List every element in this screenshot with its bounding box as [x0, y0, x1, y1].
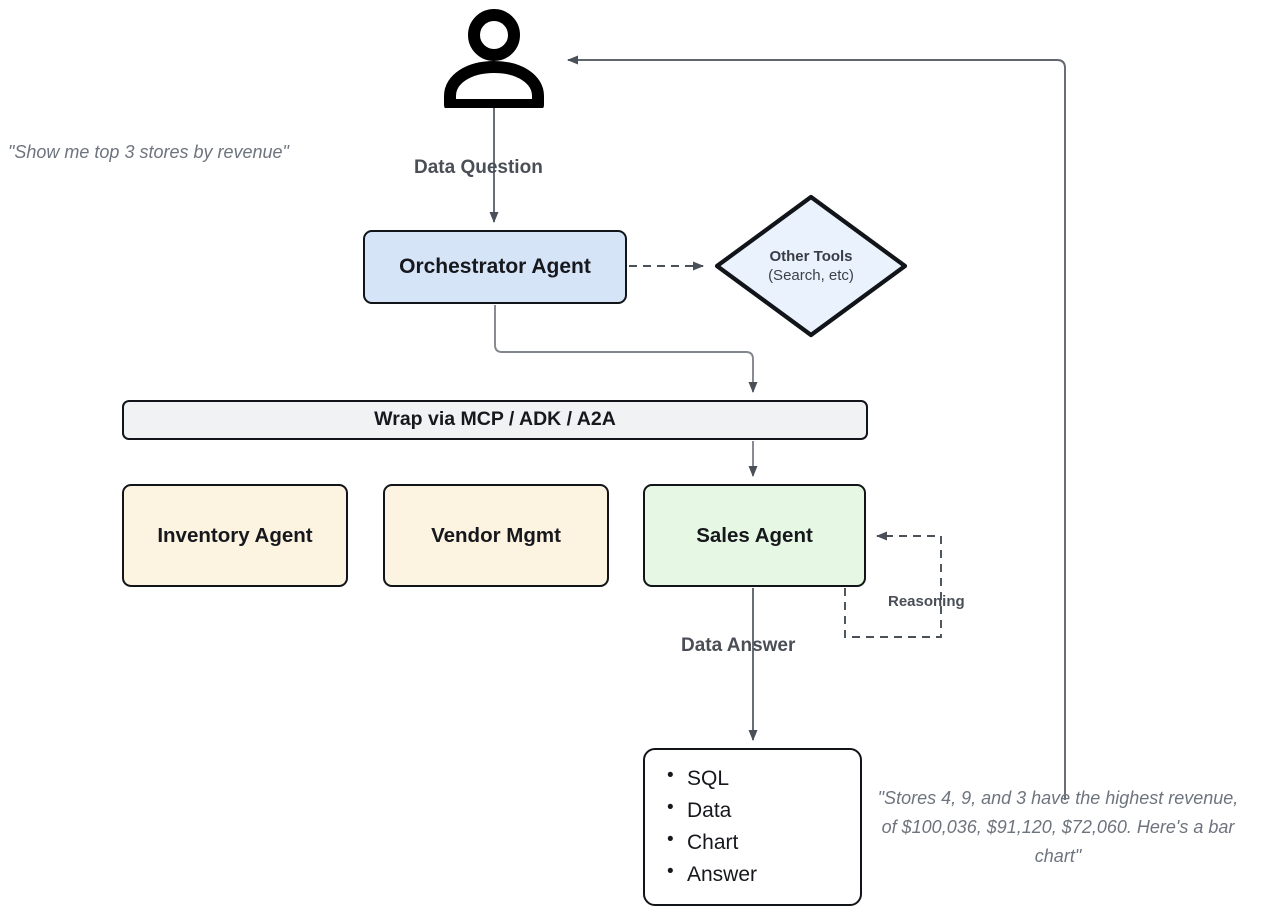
other-tools-diamond-shape: [714, 194, 908, 338]
node-output-artifacts[interactable]: SQLDataChartAnswer: [643, 748, 862, 906]
output-list-item: Data: [667, 794, 860, 827]
node-mcp-label: Wrap via MCP / ADK / A2A: [374, 408, 616, 431]
node-inventory-label: Inventory Agent: [157, 524, 313, 547]
node-sales-label: Sales Agent: [696, 524, 813, 547]
edge-label-data-answer: Data Answer: [681, 635, 796, 656]
node-sales-agent[interactable]: Sales Agent: [643, 484, 866, 587]
person-icon: [444, 8, 544, 111]
output-list-item: Answer: [667, 858, 860, 891]
output-list-item: Chart: [667, 826, 860, 859]
node-orchestrator-agent[interactable]: Orchestrator Agent: [363, 230, 627, 304]
annotation-user-question: "Show me top 3 stores by revenue": [8, 142, 289, 162]
node-mcp-wrapper[interactable]: Wrap via MCP / ADK / A2A: [122, 400, 868, 440]
edge-label-data-question: Data Question: [414, 157, 543, 178]
output-artifact-list: SQLDataChartAnswer: [645, 750, 860, 891]
output-list-item: SQL: [667, 762, 860, 795]
node-vendor-label: Vendor Mgmt: [431, 524, 561, 547]
annotation-final-answer: "Stores 4, 9, and 3 have the highest rev…: [877, 788, 1239, 866]
node-other-tools[interactable]: Other Tools (Search, etc): [712, 192, 910, 340]
node-vendor-mgmt[interactable]: Vendor Mgmt: [383, 484, 609, 587]
node-orchestrator-label: Orchestrator Agent: [399, 255, 591, 279]
edge-label-reasoning: Reasoning: [888, 593, 965, 610]
node-inventory-agent[interactable]: Inventory Agent: [122, 484, 348, 587]
